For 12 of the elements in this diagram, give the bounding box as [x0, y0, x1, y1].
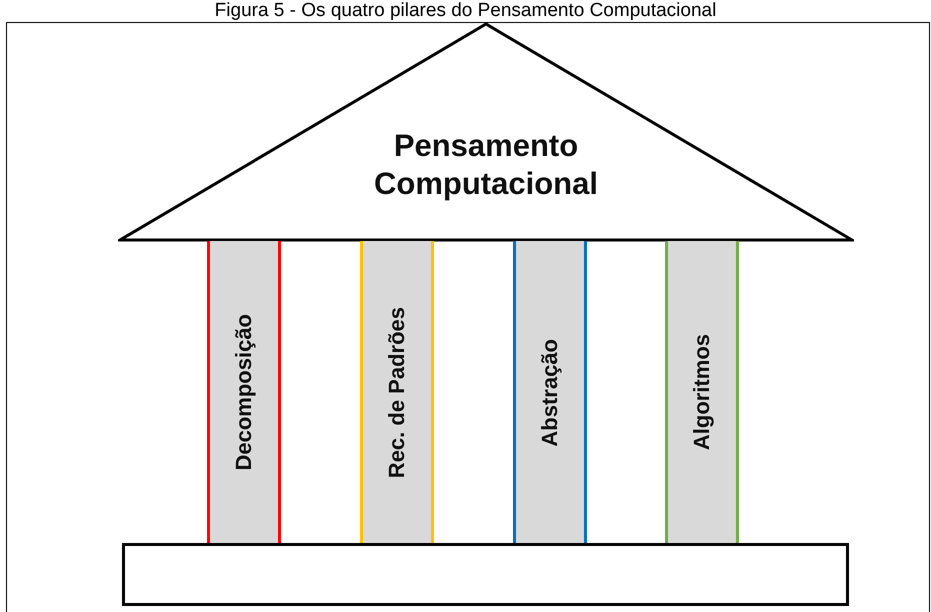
pillar-label: Abstração [537, 338, 563, 446]
pillar-label: Rec. de Padrões [384, 306, 410, 478]
figure-title: Figura 5 - Os quatro pilares do Pensamento Computacional [214, 0, 718, 22]
pillar [360, 241, 434, 544]
pillar-label: Decomposição [231, 314, 257, 471]
pillar [513, 241, 587, 544]
roof-label: Pensamento Computacional [373, 127, 599, 203]
base-slab [122, 543, 849, 606]
pillar [665, 241, 739, 544]
pillar [207, 241, 281, 544]
roof-triangle [118, 22, 854, 242]
pillar-label: Algoritmos [689, 334, 715, 451]
